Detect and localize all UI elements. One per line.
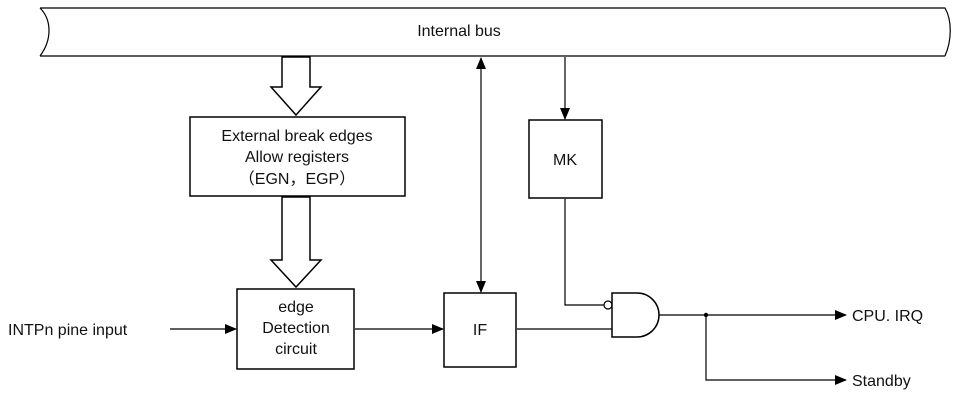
standby-arrow xyxy=(705,315,847,385)
edge-line-2: Detection xyxy=(262,320,330,337)
if-label: IF xyxy=(473,322,487,339)
register-line-3: （EGN，EGP） xyxy=(239,170,355,188)
edge-line-3: circuit xyxy=(275,341,317,358)
edge-enable-register-block xyxy=(189,116,406,197)
register-to-edge-hollow-arrow xyxy=(269,196,323,289)
register-line-1: External break edges xyxy=(221,128,372,145)
register-line-2: Allow registers xyxy=(245,149,349,166)
cpu-irq-label: CPU. IRQ xyxy=(852,308,923,325)
bus-to-register-hollow-arrow xyxy=(269,56,323,117)
if-block xyxy=(443,292,517,368)
standby-label: Standby xyxy=(852,373,911,390)
mk-block xyxy=(528,119,603,199)
mk-to-gate-line xyxy=(564,199,604,306)
mk-label: MK xyxy=(553,152,577,169)
and-gate xyxy=(611,292,660,338)
input-label: INTPn pine input xyxy=(8,322,128,339)
edge-line-1: edge xyxy=(278,299,314,316)
internal-bus xyxy=(39,7,951,57)
edge-detection-block xyxy=(236,288,355,370)
bus-label: Internal bus xyxy=(417,23,501,40)
inverting-bubble xyxy=(603,300,613,310)
